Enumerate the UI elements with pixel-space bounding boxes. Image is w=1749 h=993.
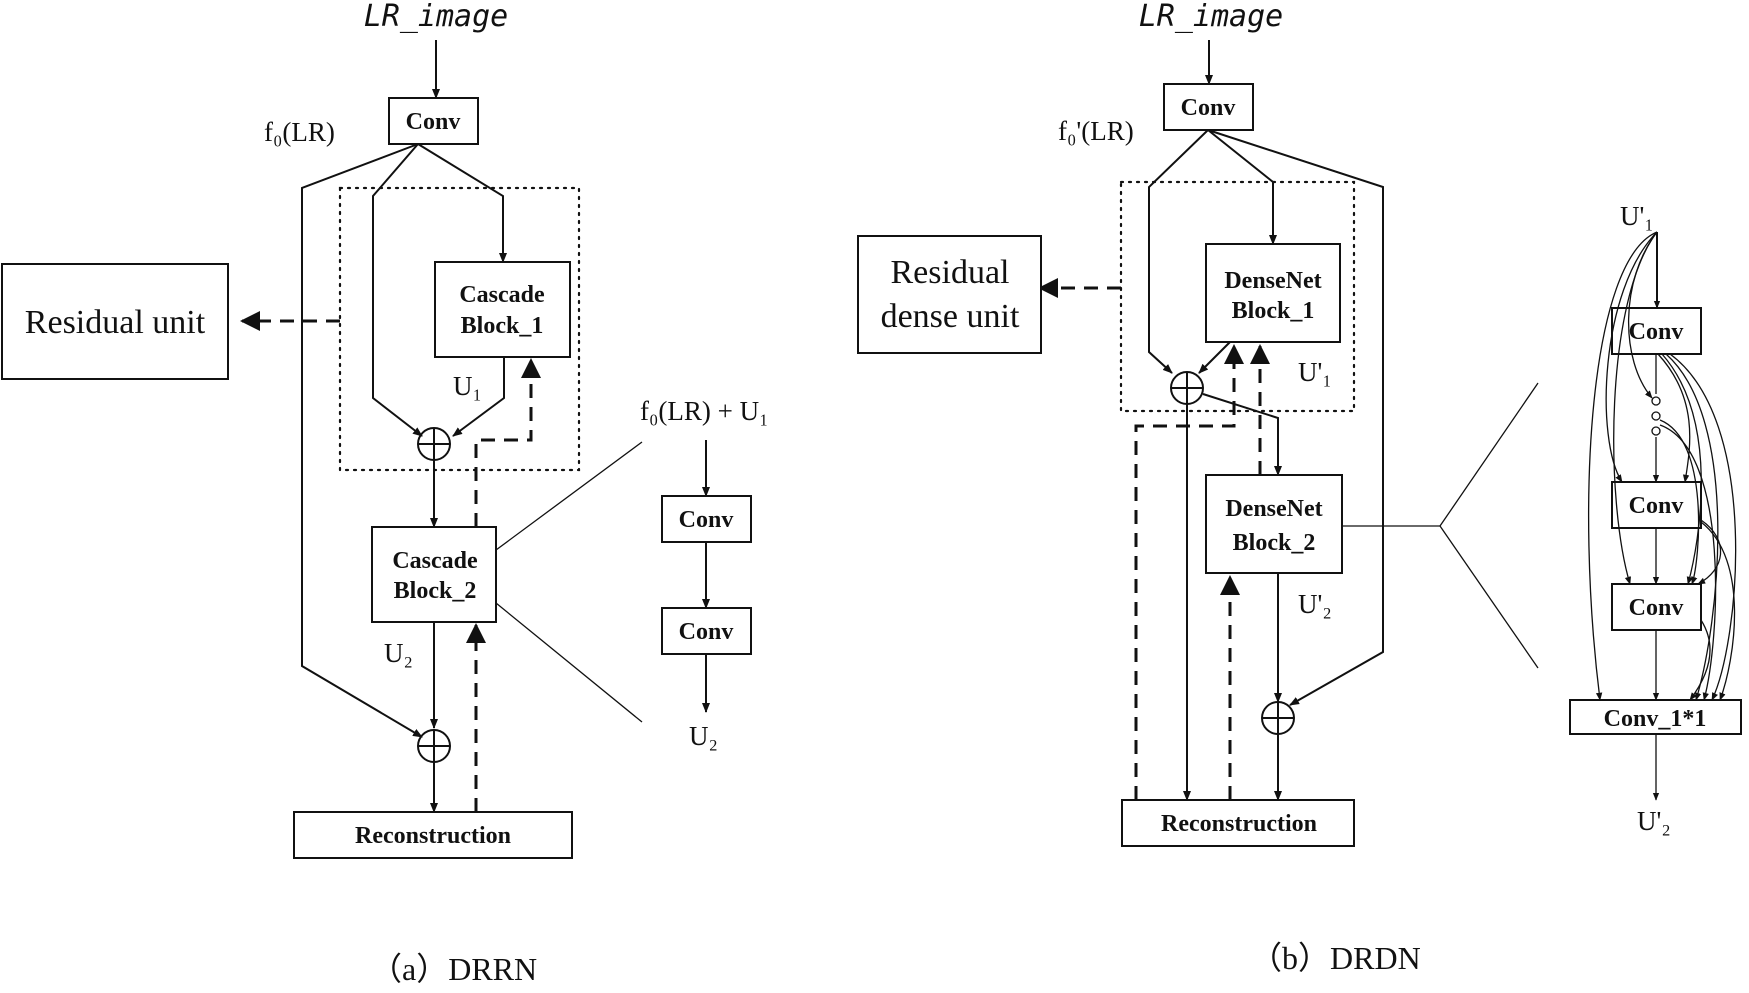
a-caption: （a）DRRN <box>370 951 537 987</box>
b-feedback-to-dense1-left <box>1134 344 1244 800</box>
a-u2-label: U₂ <box>384 638 413 668</box>
a-inner-skip-line <box>372 143 423 437</box>
b-detail-ellipsis-dots <box>1651 396 1661 436</box>
b-densenet-block-2 <box>1205 474 1343 574</box>
b-detail-dense-connections <box>1587 231 1737 701</box>
a-detail-conv1-label: Conv <box>679 507 734 533</box>
a-residual-unit-boundary <box>338 186 581 472</box>
b-residual-line1: Residual <box>891 254 1010 291</box>
b-dense1-to-sum <box>1198 341 1231 374</box>
b-conv-label: Conv <box>1181 95 1236 121</box>
b-detail-conv3-label: Conv <box>1629 595 1684 621</box>
panel-b-drdn: LR_image Conv f₀'(LR) Residual dense uni… <box>857 0 1742 976</box>
a-cascade-block-2 <box>371 526 497 623</box>
b-reconstruction-label: Reconstruction <box>1161 811 1317 837</box>
b-residual-dense-box <box>857 235 1042 354</box>
a-input-label: LR_image <box>364 0 509 34</box>
a-detail-top-label: f₀(LR) + U₁ <box>640 396 769 426</box>
a-sum-node-2 <box>417 729 451 763</box>
a-detail-conv-2 <box>661 607 752 655</box>
b-detail-conv-3 <box>1611 583 1702 631</box>
b-u1-label: U'₁ <box>1298 357 1332 387</box>
panel-a-drrn: LR_image Conv f₀(LR) Residual unit Casca… <box>1 0 769 987</box>
b-detail-in-label: U'₁ <box>1620 201 1654 231</box>
b-densenet-block-1 <box>1205 243 1341 343</box>
a-zoom-line-bottom <box>495 602 643 723</box>
a-residual-unit-label: Residual unit <box>25 304 206 341</box>
a-cascade-block-1 <box>434 261 571 358</box>
a-detail-conv-1 <box>661 495 752 543</box>
b-sum-node-1 <box>1170 371 1204 405</box>
a-to-cascade1-arrow <box>417 143 507 263</box>
b-detail-conv11-label: Conv_1*1 <box>1604 706 1707 732</box>
a-cascade1-line1: Cascade <box>459 282 545 308</box>
b-caption: （b）DRDN <box>1250 940 1421 976</box>
a-reconstruction-label: Reconstruction <box>355 823 511 849</box>
a-sum-node-1 <box>417 427 451 461</box>
b-residual-dense-boundary <box>1119 180 1356 413</box>
a-u1-label: U₁ <box>453 371 482 401</box>
b-dense1-line1: DenseNet <box>1224 268 1321 294</box>
a-residual-unit-box <box>1 263 229 380</box>
b-detail-conv2-label: Conv <box>1629 493 1684 519</box>
a-f0-label: f₀(LR) <box>264 117 335 147</box>
a-zoom-line-top <box>495 441 643 551</box>
a-detail-out-label: U₂ <box>689 721 718 751</box>
b-sum1-to-dense2 <box>1202 393 1282 476</box>
b-global-skip-line <box>1207 129 1384 706</box>
a-reconstruction-box <box>293 811 573 859</box>
a-cascade2-line2: Block_2 <box>394 578 477 604</box>
b-f0-label: f₀'(LR) <box>1058 116 1134 146</box>
a-detail-conv2-label: Conv <box>679 619 734 645</box>
b-conv-box <box>1163 83 1254 131</box>
b-zoom-line-top <box>1439 382 1539 527</box>
b-reconstruction-box <box>1121 799 1355 847</box>
a-conv-box <box>388 97 479 145</box>
b-residual-line2: dense unit <box>881 298 1020 335</box>
a-cascade1-to-sum <box>452 357 505 437</box>
a-cascade1-line2: Block_1 <box>461 313 544 339</box>
b-dense2-line2: Block_2 <box>1233 530 1316 556</box>
a-conv-label: Conv <box>406 109 461 135</box>
b-sum-node-2 <box>1261 701 1295 735</box>
b-zoom-line-bottom <box>1439 525 1539 669</box>
b-u2-label: U'₂ <box>1298 589 1332 619</box>
b-inner-skip-line <box>1148 129 1209 374</box>
b-detail-out-label: U'₂ <box>1637 806 1671 836</box>
b-dense1-line2: Block_1 <box>1232 298 1315 324</box>
a-global-skip-line <box>301 143 423 738</box>
b-input-label: LR_image <box>1139 0 1284 34</box>
b-detail-conv1-label: Conv <box>1629 319 1684 345</box>
b-dense2-line1: DenseNet <box>1225 496 1322 522</box>
a-cascade2-line1: Cascade <box>392 548 478 574</box>
